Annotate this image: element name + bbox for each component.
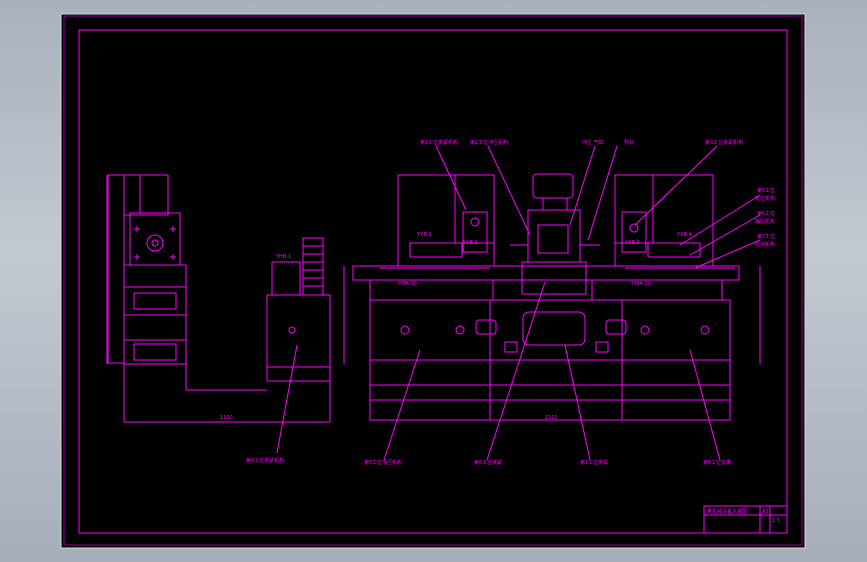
label-center-left: YXB-1 [416,232,432,238]
title-block-cell-2: 1:5 [772,518,780,524]
side-note-3: 第6工位 [757,210,775,217]
side-note-1: 第5工位 [757,187,775,194]
title-block-cell-1: A3 [762,509,769,515]
mechanism-drawing [106,145,788,534]
callout-10: 第8工位支撑 [703,459,731,466]
side-note-5: 第7工位 [757,233,775,240]
drawing-canvas [60,13,806,549]
side-note-4: 辅助机构 [755,218,775,225]
callout-6: 第4工位夹紧机构 [246,457,284,464]
callout-3: 第3工位夹紧机构 [705,139,743,146]
label-center-mid: YXB-2 [462,240,478,246]
drawing-frame-outer [63,15,803,546]
callout-8: 第6工位夹紧 [474,459,502,466]
label-left-rail: PMA-10 [398,281,417,287]
callout-4: 冲压 气缸 [582,139,604,146]
callout-9: 第7工位夹具 [580,459,608,466]
label-left-cylinder: YHB-1 [275,254,291,260]
callout-7: 第5工位液压机构 [364,459,402,466]
title-block-name: 某机械设备总装图 [707,508,747,515]
label-center-right: YXB-3 [624,240,640,246]
callout-5: 导轨 [624,139,634,146]
callout-2: 第2工位冲压机构 [470,139,508,146]
drawing-frame [78,29,788,534]
label-bottom-left-dim: 1100 [220,415,233,421]
label-right-rail: PMA-10 [632,281,651,287]
label-bottom-right-dim: 2210 [545,415,558,421]
callout-1: 第1工位夹紧机构 [420,139,458,146]
side-note-2: 定位机构 [755,195,775,202]
side-note-6: 检测机构 [755,241,775,248]
label-right: YXB-4 [676,232,692,238]
